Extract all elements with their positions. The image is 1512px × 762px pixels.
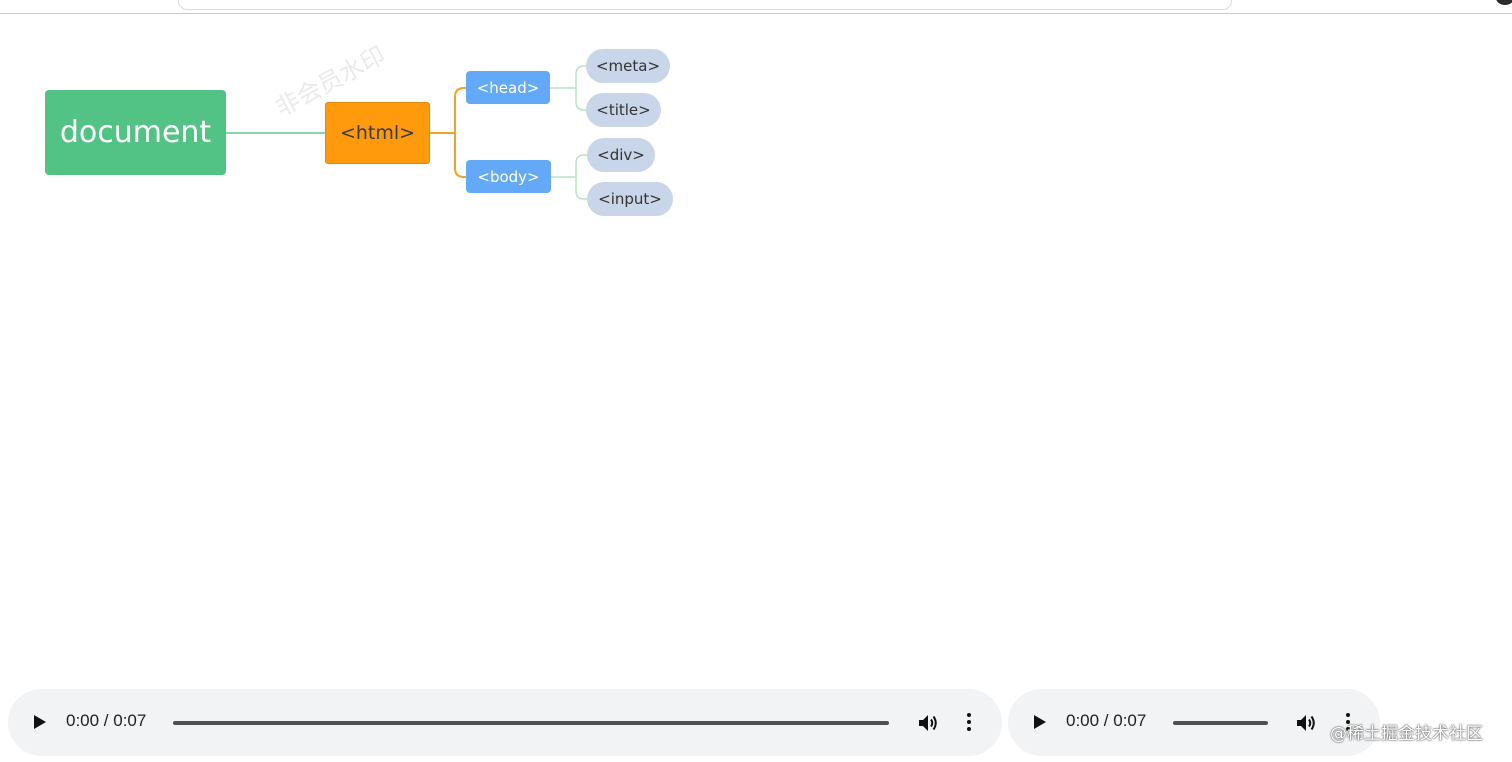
link-head-title: [575, 88, 586, 111]
mindmap-node-head[interactable]: <head>: [466, 71, 550, 104]
site-credit-watermark: @稀土掘金技术社区: [1330, 724, 1483, 744]
audio-progress-track[interactable]: [173, 721, 889, 725]
link-html-head: [430, 87, 466, 134]
mindmap-node-div[interactable]: <div>: [587, 138, 655, 172]
play-icon[interactable]: [1034, 715, 1046, 729]
play-icon[interactable]: [34, 715, 46, 729]
audio-time: 0:00 / 0:07: [1066, 711, 1147, 730]
audio-progress-track[interactable]: [1173, 721, 1268, 725]
mindmap-node-body[interactable]: <body>: [466, 160, 551, 193]
mindmap-node-html[interactable]: <html>: [325, 102, 430, 164]
mindmap-node-document[interactable]: document: [45, 90, 226, 175]
volume-icon[interactable]: [1294, 711, 1318, 735]
audio-time: 0:00 / 0:07: [66, 711, 147, 730]
mindmap-node-input[interactable]: <input>: [587, 182, 673, 216]
link-head-meta: [550, 65, 586, 89]
audio-player-1: 0:00 / 0:07: [8, 689, 1002, 756]
audio-player-2: 0:00 / 0:07: [1008, 689, 1380, 756]
volume-icon[interactable]: [916, 711, 940, 735]
mindmap-node-meta[interactable]: <meta>: [586, 49, 670, 83]
link-body-div: [551, 154, 587, 178]
profile-avatar[interactable]: [1496, 0, 1512, 5]
more-vert-icon[interactable]: [966, 713, 972, 733]
link-body-input: [575, 177, 587, 200]
more-vert-icon[interactable]: [1345, 713, 1351, 733]
mindmap-node-title[interactable]: <title>: [586, 93, 661, 127]
link-html-body: [430, 132, 466, 178]
browser-top-bar: [0, 0, 1512, 14]
